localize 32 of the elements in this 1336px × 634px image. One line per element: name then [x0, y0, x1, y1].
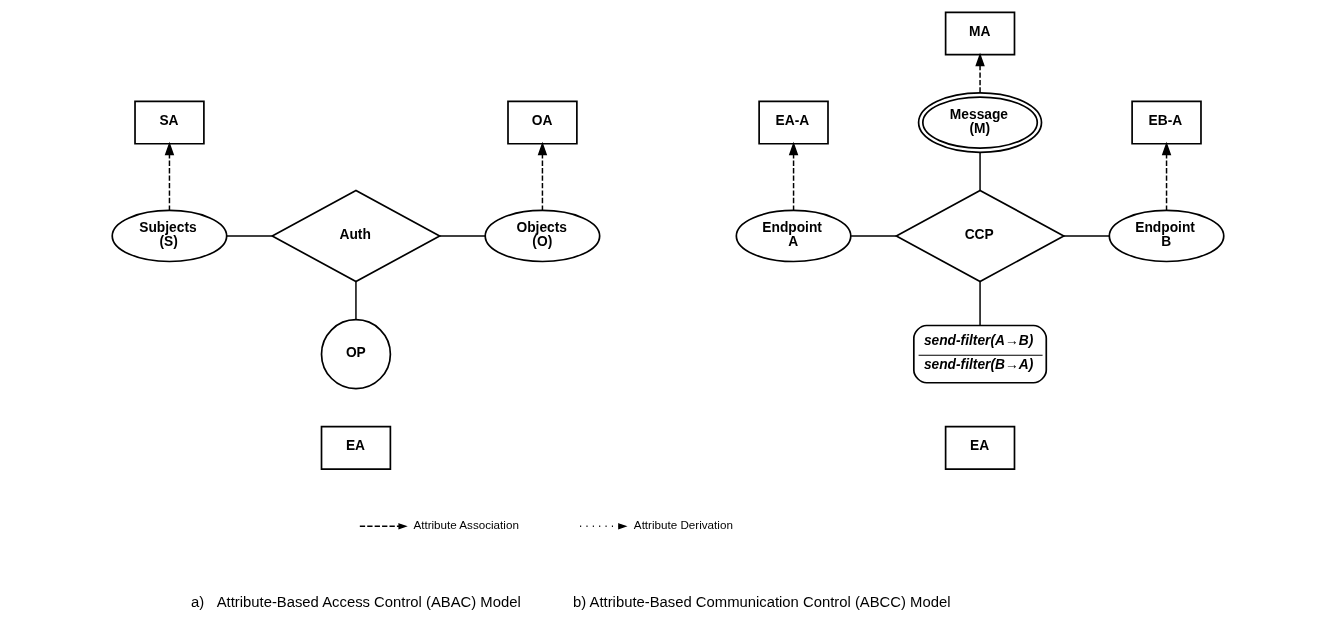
node-circle: OP: [320, 318, 392, 390]
node-ellipse: Endpoint B: [1108, 209, 1225, 263]
node-ellipse: Subjects (S): [111, 209, 228, 263]
node-ellipse: Message (M): [917, 91, 1043, 154]
node-box: send-filter(A→B) send-filter(B→A): [913, 324, 1048, 384]
node-box: MA: [944, 11, 1016, 56]
legend-label: Attribute Derivation: [633, 518, 733, 532]
node-box: OA: [507, 100, 578, 145]
connector: [850, 235, 897, 237]
node-box: EA: [944, 425, 1016, 470]
node-box: EB-A: [1131, 100, 1202, 145]
connector: [355, 281, 357, 321]
node-box: SA: [134, 100, 205, 145]
label: b) Attribute-Based Communication Control (ABCC) Model: [573, 593, 951, 610]
node-ellipse: Endpoint A: [735, 209, 852, 263]
arrow: [788, 141, 799, 212]
arrow: [1161, 141, 1172, 212]
legend-label: Attribute Association: [413, 518, 519, 532]
connector: [1063, 235, 1110, 237]
node-box: EA: [320, 425, 392, 470]
node-diamond: Auth: [270, 189, 442, 283]
node-box: EA-A: [758, 100, 829, 145]
node-ellipse: Objects (O): [484, 209, 601, 263]
arrow: [537, 141, 548, 212]
arrow: [164, 141, 175, 212]
connector: [439, 235, 486, 237]
connector: [979, 151, 981, 192]
node-diamond: CCP: [894, 189, 1066, 283]
connector: [979, 281, 981, 326]
arrow: [975, 52, 985, 94]
label: a) Attribute-Based Access Control (ABAC) Model: [191, 593, 521, 610]
connector: [226, 235, 273, 237]
